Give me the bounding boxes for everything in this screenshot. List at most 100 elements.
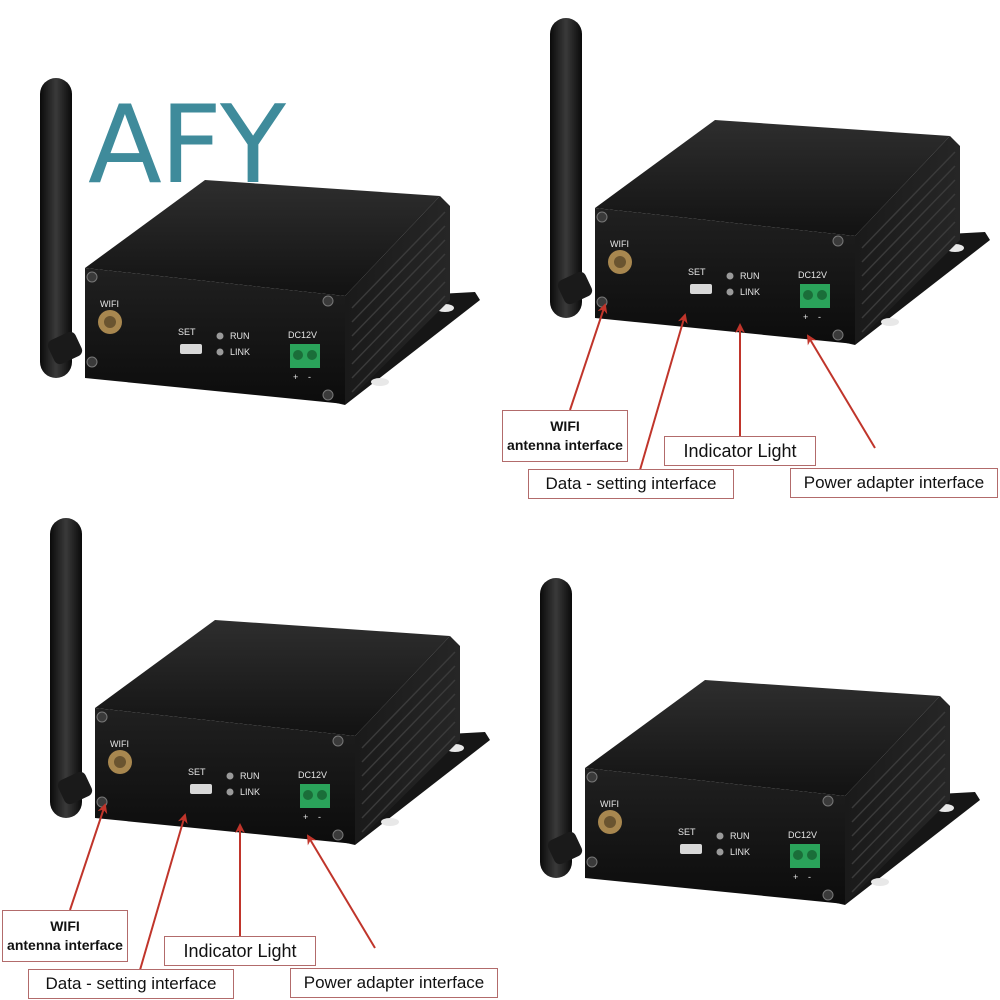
photo-device-plain: WIFI SET RUN LINK DC12V + - [500,500,1000,1000]
sma-connector [608,250,632,274]
led-run [716,832,724,840]
screw [586,856,598,868]
callout-wifi-antenna: WIFI antenna interface [502,410,628,462]
photo-device-branded: WIFI SET RUN LINK DC12V + - AFY [0,0,500,500]
plus-label: + [793,872,798,882]
photo-device-annotated-bottom: WIFI SET RUN LINK DC12V + - WIFI antenna… [0,500,500,1000]
link-led-label: LINK [730,847,750,857]
set-port-label: SET [178,327,196,337]
led-link [226,788,234,796]
led-link [726,288,734,296]
screw [822,889,834,901]
router-device: WIFI SET RUN LINK DC12V + - [540,578,980,905]
device-side-panel [845,696,950,904]
wifi-port-label: WIFI [610,239,629,249]
mini-usb-port [180,344,202,354]
device-top-panel [95,620,450,736]
link-led-label: LINK [230,347,250,357]
brand-logo: AFY [88,83,286,208]
callout-power-adapter: Power adapter interface [790,468,998,498]
screw [86,356,98,368]
callout-data-setting: Data - setting interface [528,469,734,499]
antenna [40,78,83,378]
device-top-panel [595,120,950,236]
callout-indicator-light: Indicator Light [664,436,816,466]
led-link [216,348,224,356]
screw [822,795,834,807]
minus-label: - [308,372,311,382]
dc12v-label: DC12V [298,770,327,780]
screw [322,389,334,401]
arrow-wifi [69,803,108,911]
arrow-data [639,313,688,471]
plus-label: + [293,372,298,382]
device-side-panel [355,636,460,844]
led-run [226,772,234,780]
antenna [540,578,583,878]
device-top-panel [85,180,440,296]
screw [596,211,608,223]
callout-wifi-antenna: WIFI antenna interface [2,910,128,962]
screw [96,711,108,723]
dc12v-label: DC12V [788,830,817,840]
arrow-data [139,813,188,971]
power-terminal [300,784,330,808]
wifi-port-label: WIFI [110,739,129,749]
device-side-panel [345,196,450,404]
device-side-panel [855,136,960,344]
device-front-panel [85,268,345,404]
screw [332,735,344,747]
router-device: WIFI SET RUN LINK DC12V + - [50,518,490,845]
minus-label: - [318,812,321,822]
device-front-panel [595,208,855,344]
set-port-label: SET [678,827,696,837]
led-run [216,332,224,340]
dc12v-label: DC12V [288,330,317,340]
minus-label: - [808,872,811,882]
screw [832,235,844,247]
mini-usb-port [690,284,712,294]
power-terminal [800,284,830,308]
run-led-label: RUN [230,331,250,341]
sma-connector [598,810,622,834]
arrow-power [306,834,376,949]
device-top-panel [585,680,940,796]
screw [586,771,598,783]
minus-label: - [818,312,821,322]
screw [86,271,98,283]
antenna [50,518,93,818]
dc12v-label: DC12V [798,270,827,280]
run-led-label: RUN [730,831,750,841]
screw [332,829,344,841]
wifi-port-label: WIFI [100,299,119,309]
power-terminal [290,344,320,368]
led-run [726,272,734,280]
led-link [716,848,724,856]
device-front-panel [95,708,355,844]
device-front-panel [585,768,845,904]
arrow-power [806,334,876,449]
callout-data-setting: Data - setting interface [28,969,234,999]
router-device: WIFI SET RUN LINK DC12V + - [550,18,990,345]
callout-arrows [69,803,376,971]
arrow-wifi [569,303,608,411]
callout-indicator-light: Indicator Light [164,936,316,966]
screw [322,295,334,307]
link-led-label: LINK [740,287,760,297]
mini-usb-port [680,844,702,854]
set-port-label: SET [188,767,206,777]
sma-connector [108,750,132,774]
callout-arrows [569,303,876,471]
power-terminal [790,844,820,868]
run-led-label: RUN [240,771,260,781]
set-port-label: SET [688,267,706,277]
callout-power-adapter: Power adapter interface [290,968,498,998]
antenna [550,18,593,318]
sma-connector [98,310,122,334]
plus-label: + [303,812,308,822]
mini-usb-port [190,784,212,794]
screw [832,329,844,341]
run-led-label: RUN [740,271,760,281]
link-led-label: LINK [240,787,260,797]
router-device: WIFI SET RUN LINK DC12V + - [40,78,480,405]
